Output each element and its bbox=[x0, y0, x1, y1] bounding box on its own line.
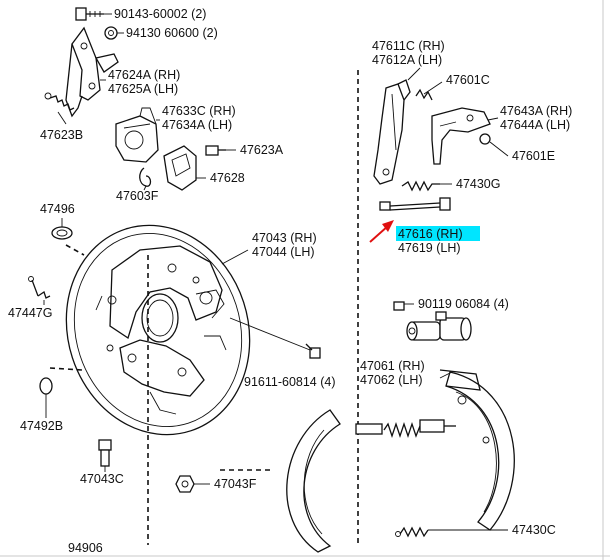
label-47043c[interactable]: 47043C bbox=[80, 472, 124, 486]
wheel-cylinder-housing-part bbox=[115, 107, 159, 163]
label-47625a-lh[interactable]: 47625A (LH) bbox=[108, 82, 178, 96]
label-47601c[interactable]: 47601C bbox=[446, 73, 490, 87]
brake-shoe-right-part bbox=[439, 369, 515, 531]
label-90119-06084[interactable]: 90119 06084 (4) bbox=[418, 297, 509, 311]
parking-brake-lever-part bbox=[65, 26, 119, 118]
label-47619-lh[interactable]: 47619 (LH) bbox=[398, 241, 461, 255]
label-47492b[interactable]: 47492B bbox=[20, 419, 63, 433]
leader-lines bbox=[43, 13, 509, 531]
label-47623b[interactable]: 47623B bbox=[40, 128, 83, 142]
spring-47601c-icon bbox=[415, 88, 433, 101]
label-47644a-lh[interactable]: 47644A (LH) bbox=[500, 118, 570, 132]
bolt-91611-icon bbox=[305, 343, 321, 359]
shoe-hold-lever-part bbox=[373, 79, 411, 185]
dashed-guides bbox=[49, 70, 359, 545]
label-47628[interactable]: 47628 bbox=[210, 171, 245, 185]
label-47603f[interactable]: 47603F bbox=[116, 189, 159, 203]
spring-47430g-icon bbox=[401, 180, 440, 192]
label-47634a-lh[interactable]: 47634A (LH) bbox=[162, 118, 232, 132]
pin-icon bbox=[205, 145, 226, 156]
label-94130-60600[interactable]: 94130 60600 (2) bbox=[126, 26, 218, 40]
label-47061-rh[interactable]: 47061 (RH) bbox=[360, 359, 425, 373]
label-47062-lh[interactable]: 47062 (LH) bbox=[360, 373, 423, 387]
spring-pin-icon bbox=[28, 276, 51, 299]
label-47430c[interactable]: 47430C bbox=[512, 523, 556, 537]
label-47612a-lh[interactable]: 47612A (LH) bbox=[372, 53, 442, 67]
label-47616-rh[interactable]: 47616 (RH) bbox=[398, 227, 463, 241]
label-47044-lh[interactable]: 47044 (LH) bbox=[252, 245, 315, 259]
label-47623a[interactable]: 47623A bbox=[240, 143, 284, 157]
label-47447g[interactable]: 47447G bbox=[8, 306, 52, 320]
bolt-icon bbox=[75, 7, 104, 21]
part-labels: 90143-60002 (2) 94130 60600 (2) 47624A (… bbox=[8, 7, 572, 555]
lower-spring-47430c-icon bbox=[395, 526, 429, 538]
bolt-47043c-icon bbox=[98, 439, 112, 467]
nut-47043f-icon bbox=[175, 475, 195, 493]
spring-small-icon bbox=[44, 92, 75, 111]
clip-part bbox=[163, 145, 197, 191]
label-90143-60002[interactable]: 90143-60002 (2) bbox=[114, 7, 206, 21]
grommet-icon bbox=[39, 377, 53, 395]
brake-shoe-left-part bbox=[286, 409, 341, 553]
highlight-box bbox=[396, 226, 480, 241]
label-47043-rh[interactable]: 47043 (RH) bbox=[252, 231, 317, 245]
label-47643a-rh[interactable]: 47643A (RH) bbox=[500, 104, 572, 118]
label-47601e[interactable]: 47601E bbox=[512, 149, 555, 163]
label-47496[interactable]: 47496 bbox=[40, 202, 75, 216]
label-47624a-rh[interactable]: 47624A (RH) bbox=[108, 68, 180, 82]
label-47611c-rh[interactable]: 47611C (RH) bbox=[372, 39, 445, 53]
lever-47643a-part bbox=[431, 107, 491, 165]
washer-47601e-icon bbox=[479, 133, 491, 145]
highlight-arrow-icon bbox=[369, 220, 394, 243]
label-47043f[interactable]: 47043F bbox=[214, 477, 257, 491]
adjuster-strut-47616-part bbox=[379, 197, 451, 211]
label-47633c-rh[interactable]: 47633C (RH) bbox=[162, 104, 236, 118]
nut-icon bbox=[104, 26, 118, 40]
label-47430g[interactable]: 47430G bbox=[456, 177, 500, 191]
plug-icon bbox=[51, 226, 73, 240]
adjuster-spring-47061-part bbox=[355, 419, 456, 439]
wheel-cylinder-part bbox=[393, 301, 472, 341]
label-91611-60814[interactable]: 91611-60814 (4) bbox=[244, 375, 336, 389]
backing-plate-part bbox=[65, 224, 251, 436]
label-94906[interactable]: 94906 bbox=[68, 541, 103, 555]
small-spring-clip-icon bbox=[139, 167, 152, 187]
